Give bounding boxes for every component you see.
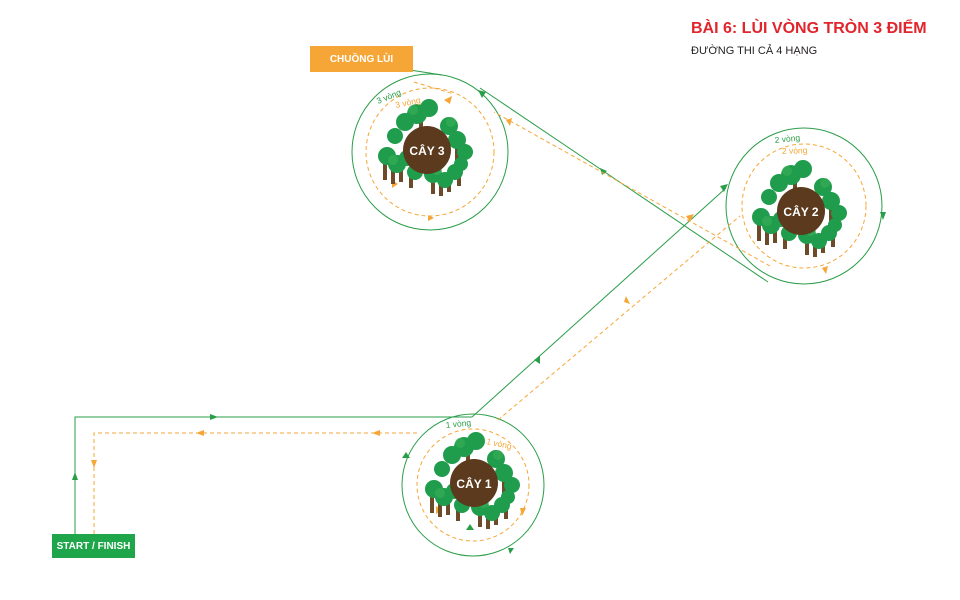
reverse-arrows <box>91 96 828 516</box>
tree-2-label: CÂY 2 <box>783 204 818 219</box>
chuong-lui-label: CHUỒNG LÙI <box>310 46 413 72</box>
tree-3-outer-circle <box>351 73 509 231</box>
tree-2-outer-circle <box>725 127 883 285</box>
page-title: BÀI 6: LÙI VÒNG TRÒN 3 ĐIỂM <box>691 20 927 37</box>
page-subtitle: ĐƯỜNG THI CẢ 4 HẠNG <box>691 45 818 57</box>
forward-path <box>74 69 769 534</box>
tree-1-label: CÂY 1 <box>456 476 491 491</box>
tree-1-reverse-laps: 1 vòng <box>486 436 513 451</box>
reverse-path <box>93 81 771 534</box>
start-finish-label: START / FINISH <box>52 534 135 558</box>
tree-2-forward-laps: 2 vòng <box>774 132 801 145</box>
tree-2-inner-circle <box>741 143 867 269</box>
tree-1-forward-laps: 1 vòng <box>445 417 472 430</box>
forward-arrows <box>72 90 886 554</box>
tree-1-outer-circle <box>401 413 545 557</box>
tree-3-label: CÂY 3 <box>409 143 444 158</box>
tree-2-reverse-laps: 2 vòng <box>782 145 808 156</box>
tree-1-inner-circle <box>416 428 530 542</box>
